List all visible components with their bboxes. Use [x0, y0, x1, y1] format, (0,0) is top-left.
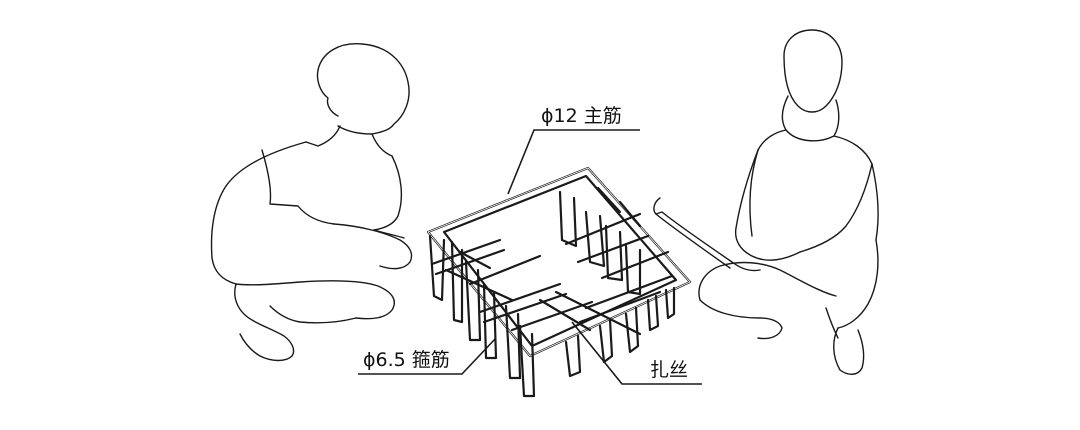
- stirrup-label: ϕ6.5 箍筋: [363, 349, 450, 371]
- main-bar-leader: [507, 129, 640, 195]
- stirrup-leader: [358, 337, 497, 375]
- tie-wire-leader: [571, 321, 702, 385]
- right-worker-figure: [653, 29, 879, 375]
- main-bar-label: ϕ12 主筋: [541, 105, 622, 127]
- rebar-cage: [426, 166, 692, 398]
- tie-wire-label: 扎丝: [650, 359, 689, 381]
- leader-lines: [358, 129, 702, 385]
- left-worker-figure: [210, 43, 413, 362]
